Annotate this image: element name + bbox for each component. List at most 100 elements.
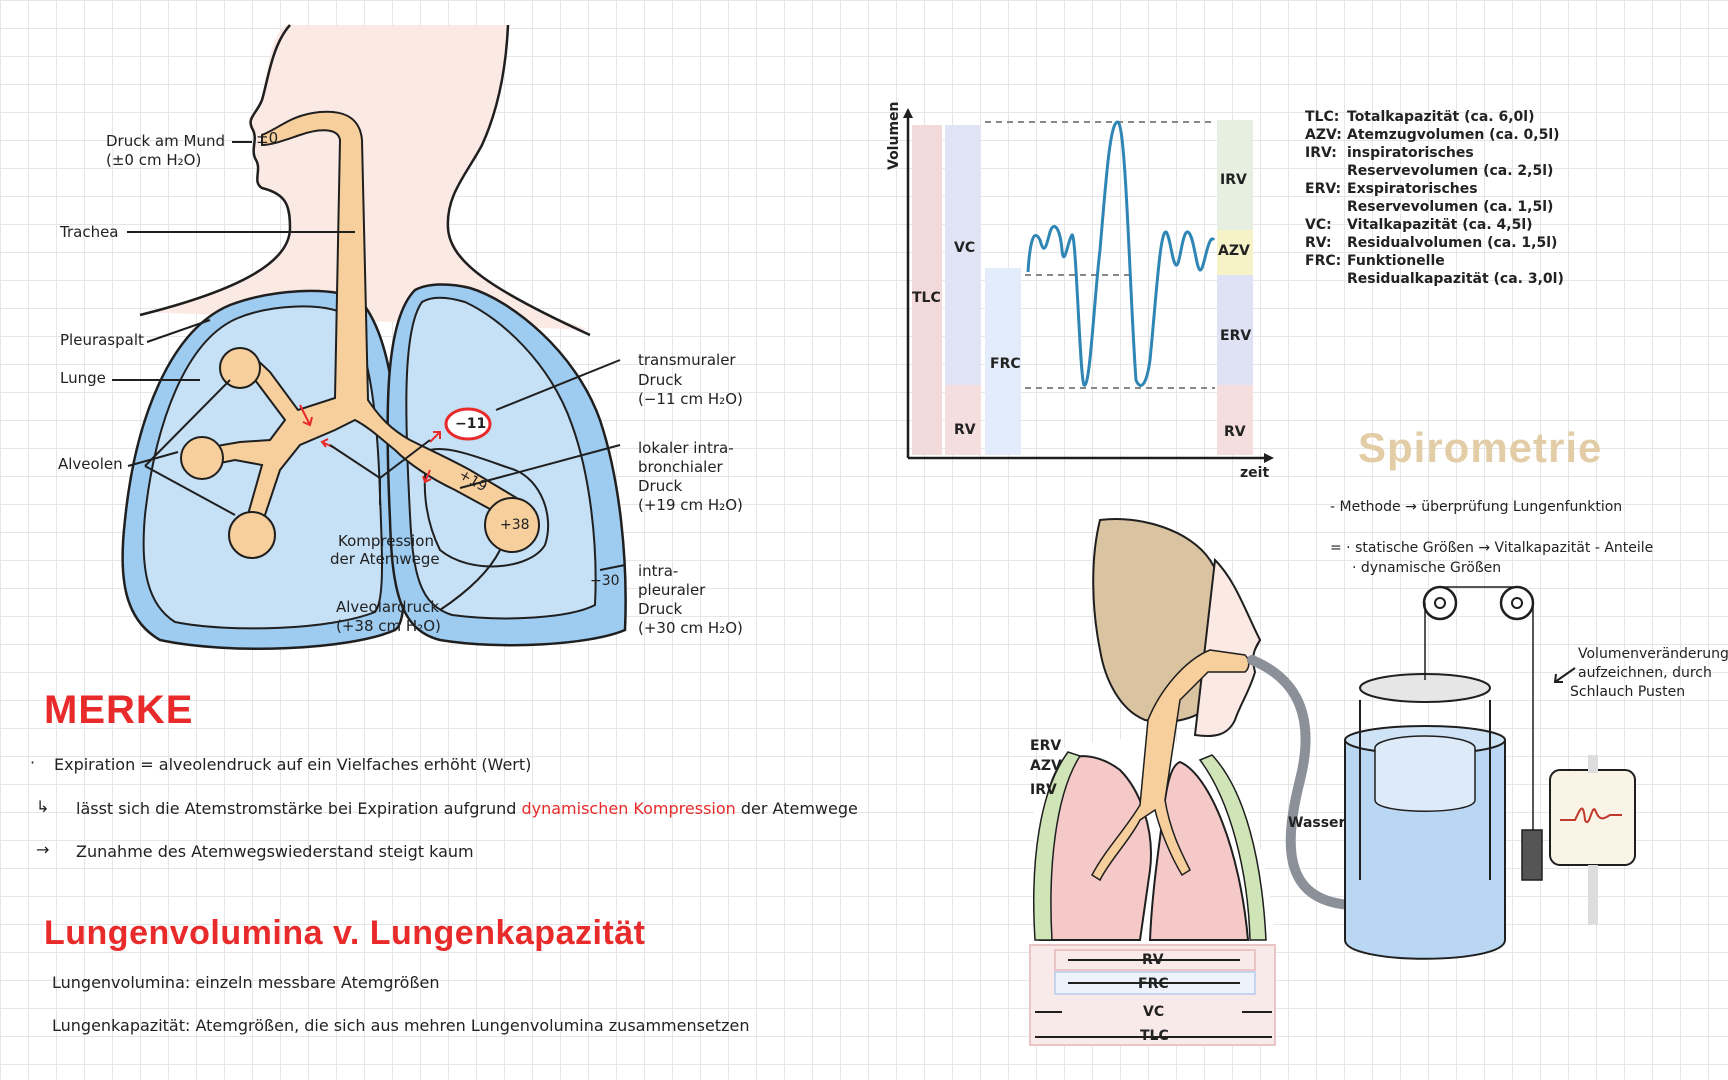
label-druck-am-mund-value: (±0 cm H₂O): [106, 151, 202, 169]
legend-text: Funktionelle: [1347, 253, 1445, 269]
legend-text: Residualkapazität (ca. 3,0l): [1347, 271, 1564, 287]
volumina-definition-2: Lungenkapazität: Atemgrößen, die sich au…: [52, 1016, 750, 1035]
label-lunge: Lunge: [60, 369, 106, 387]
y-axis-arrow: [903, 108, 913, 118]
bar-vc: [945, 125, 981, 385]
compression-arrow-3: [429, 431, 441, 443]
alveolus-lower: [228, 511, 276, 559]
merke-line-2-highlight: dynamischen Kompression: [521, 799, 736, 818]
recorder-trace: [1560, 807, 1622, 824]
label-druck-am-mund: Druck am Mund: [106, 132, 225, 150]
legend-key: VC:: [1305, 217, 1332, 233]
legend-key: AZV:: [1305, 127, 1342, 143]
compression-arrow-1: [299, 404, 313, 427]
legend-key: IRV:: [1305, 145, 1337, 161]
merke-line-3: Zunahme des Atemwegswiederstand steigt k…: [76, 842, 474, 861]
bar-rv-left: [945, 385, 981, 455]
label-transmural: transmuraler: [638, 351, 736, 369]
bar-frc: [985, 268, 1021, 455]
person-label-irv: IRV: [1030, 782, 1057, 798]
bracket-label-frc: FRC: [1138, 976, 1169, 992]
chart-bar-label-tlc: TLC: [912, 290, 941, 306]
label-transmural-2: Druck: [638, 371, 683, 389]
note-arrow: [1553, 667, 1576, 683]
leader-lines: [112, 141, 626, 611]
alveolus-right: [484, 497, 540, 553]
alveolus-middle: [180, 436, 224, 480]
reference-lines: [985, 121, 1215, 389]
person-label-erv: ERV: [1030, 738, 1062, 754]
label-lokal-3: Druck: [638, 477, 683, 495]
compression-arrow-4: [422, 469, 432, 484]
label-trachea: Trachea: [60, 223, 119, 241]
label-lokal-value: (+19 cm H₂O): [638, 496, 743, 514]
legend-key: ERV:: [1305, 181, 1342, 197]
label-lokal: lokaler intra-: [638, 439, 734, 457]
spirometrie-heading: Spirometrie: [1358, 424, 1603, 471]
legend-key: TLC:: [1305, 109, 1340, 125]
label-alveolardruck-value: (+38 cm H₂O): [336, 617, 441, 635]
legend-text: Atemzugvolumen (ca. 0,5l): [1347, 127, 1560, 143]
airway-trachea: [203, 110, 522, 532]
bar-erv: [1217, 275, 1253, 385]
label-intrapleural: intra-: [638, 562, 679, 580]
bracket-label-tlc: TLC: [1140, 1028, 1169, 1044]
spirometer-note-3: Schlauch Pusten: [1570, 684, 1686, 700]
counterweight: [1521, 829, 1543, 881]
spirometrie-item-3: · dynamische Größen: [1352, 560, 1502, 576]
chart-bar-label-frc: FRC: [990, 356, 1021, 372]
label-alveolardruck: Alveolardruck: [336, 598, 440, 616]
legend-text: Exspiratorisches: [1347, 181, 1478, 197]
x-axis-arrow: [1264, 453, 1274, 463]
spirometrie-item-1: - Methode → überprüfung Lungenfunktion: [1330, 499, 1623, 515]
label-kompression-2: der Atemwege: [330, 550, 440, 568]
merke-bullet-2: ↳: [36, 797, 50, 816]
merke-line-2-a: lässt sich die Atemstromstärke bei Expir…: [76, 799, 517, 818]
legend-key: FRC:: [1305, 253, 1342, 269]
recorder-base: [1588, 865, 1598, 925]
spirometer-note-1: Volumenveränderung: [1578, 646, 1728, 662]
legend-key: RV:: [1305, 235, 1332, 251]
chart-label-rv-right: RV: [1224, 424, 1246, 440]
merke-bullet-3: →: [36, 840, 50, 859]
spirometrie-item-2: = · statische Größen → Vitalkapazität - …: [1330, 540, 1654, 556]
label-pleuraspalt: Pleuraspalt: [60, 331, 144, 349]
merke-line-2-c: der Atemwege: [740, 799, 858, 818]
spirometer-inner-box: [1374, 748, 1476, 812]
recorder-drum: [1549, 769, 1636, 866]
legend-row: Reservevolumen (ca. 2,5l): [1305, 162, 1564, 180]
legend-text: inspiratorisches: [1347, 145, 1474, 161]
spirogram-legend: TLC: Totalkapazität (ca. 6,0l) AZV: Atemzug…: [1305, 108, 1564, 288]
legend-text: Reservevolumen (ca. 1,5l): [1347, 199, 1554, 215]
chart-bar-label-rv-left: RV: [954, 422, 976, 438]
legend-text: Reservevolumen (ca. 2,5l): [1347, 163, 1554, 179]
label-intrapleural-value: (+30 cm H₂O): [638, 619, 743, 637]
label-wasser: Wasser: [1288, 815, 1346, 831]
bar-tlc: [912, 125, 942, 455]
legend-row: Reservevolumen (ca. 1,5l): [1305, 198, 1564, 216]
legend-text: Totalkapazität (ca. 6,0l): [1347, 109, 1535, 125]
alveolus-upper: [219, 347, 261, 389]
head-silhouette: [145, 25, 590, 330]
legend-text: Residualvolumen (ca. 1,5l): [1347, 235, 1558, 251]
merke-line-1: Expiration = alveolendruck auf ein Vielf…: [54, 755, 532, 774]
chart-xlabel: zeit: [1240, 465, 1270, 481]
value-minus11: −11: [455, 416, 487, 432]
merke-heading: MERKE: [44, 688, 194, 732]
chart-label-irv: IRV: [1220, 172, 1247, 188]
person-lung-bands-right: [1198, 754, 1267, 941]
spirogram-trace: [1026, 120, 1216, 387]
neck-back: [446, 24, 591, 337]
person-lung-bands-left: [1033, 751, 1082, 941]
bracket-label-vc: VC: [1143, 1004, 1165, 1020]
chart-label-erv: ERV: [1220, 328, 1252, 344]
volumina-heading: Lungenvolumina v. Lungenkapazität: [44, 914, 646, 952]
pulley-right-hub: [1511, 597, 1523, 609]
volume-brackets: [1029, 944, 1276, 1046]
minus11-marker: [444, 407, 492, 441]
bar-azv: [1217, 230, 1253, 275]
face-profile: [139, 24, 292, 317]
legend-row: TLC: Totalkapazität (ca. 6,0l): [1305, 108, 1564, 126]
